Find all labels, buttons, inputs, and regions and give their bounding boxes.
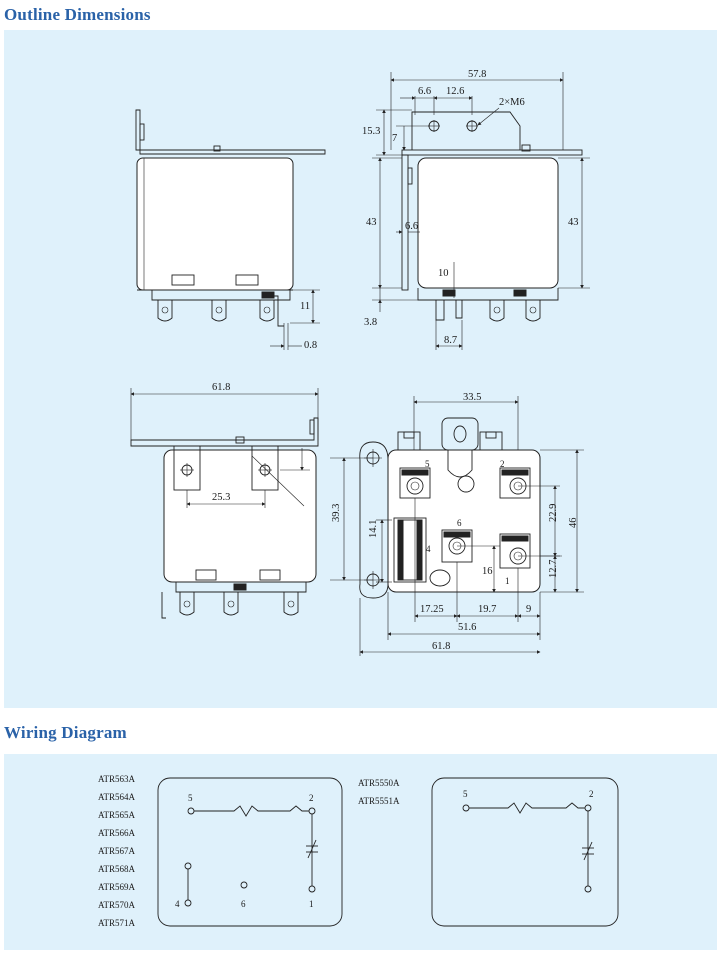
model-label: ATR563A (98, 774, 136, 784)
wd1-terminal-4: 4 (175, 899, 180, 909)
dim-3-8: 3.8 (364, 317, 377, 328)
dim-6-6-mid: 6.6 (405, 221, 418, 232)
model-list-1: ATR563A ATR564A ATR565A ATR566A ATR567A … (98, 774, 136, 928)
model-label: ATR565A (98, 810, 136, 820)
rear-view-left: 61.8 25.3 (130, 382, 319, 619)
dim-9: 9 (526, 604, 531, 615)
outline-dimensions-panel (4, 30, 717, 708)
terminal-1: 1 (505, 576, 510, 586)
dim-43-right: 43 (568, 217, 579, 228)
wiring-diagram-2: 5 2 (431, 777, 619, 927)
dim-10: 10 (438, 268, 449, 279)
model-label: ATR564A (98, 792, 136, 802)
wd1-terminal-2: 2 (309, 793, 314, 803)
dim-43-left: 43 (366, 217, 377, 228)
dim-12-6: 12.6 (446, 86, 464, 97)
dim-57-8: 57.8 (468, 69, 486, 80)
dim-46: 46 (568, 518, 579, 529)
dim-19-7: 19.7 (478, 604, 496, 615)
dim-25-3: 25.3 (212, 492, 230, 503)
terminal-4: 4 (426, 544, 431, 554)
model-label: ATR568A (98, 864, 136, 874)
dim-61-8-rear: 61.8 (212, 382, 230, 393)
model-label: ATR570A (98, 900, 136, 910)
dim-6-6-top: 6.6 (418, 86, 431, 97)
dim-7: 7 (392, 133, 397, 144)
wiring-diagram-panel (4, 754, 717, 950)
dim-22-9: 22.9 (548, 504, 559, 522)
wiring-diagram-title: Wiring Diagram (4, 723, 127, 742)
bottom-view-right: 33.5 5 2 6 (330, 392, 584, 656)
dim-15-3: 15.3 (362, 126, 380, 137)
dim-12-7: 12.7 (548, 560, 559, 578)
dim-51-6: 51.6 (458, 622, 476, 633)
front-view-right: 57.8 6.6 12.6 2×M6 15.3 7 (362, 69, 590, 350)
dim-14-1: 14.1 (368, 520, 379, 538)
model-label: ATR569A (98, 882, 136, 892)
wd1-terminal-6: 6 (241, 899, 246, 909)
dim-61-8-bottom: 61.8 (432, 641, 450, 652)
terminal-2: 2 (500, 459, 505, 469)
dim-8-7: 8.7 (444, 335, 457, 346)
terminal-6: 6 (457, 518, 462, 528)
model-list-2: ATR5550A ATR5551A (358, 778, 400, 806)
side-view-left: 11 0.8 (135, 109, 326, 351)
model-label: ATR567A (98, 846, 136, 856)
dim-11: 11 (300, 301, 310, 312)
model-label: ATR5551A (358, 796, 400, 806)
model-label: ATR566A (98, 828, 136, 838)
dim-16: 16 (482, 566, 493, 577)
dim-0-8: 0.8 (304, 340, 317, 351)
wd1-terminal-5: 5 (188, 793, 193, 803)
dim-39-3: 39.3 (331, 504, 342, 522)
wd2-terminal-5: 5 (463, 789, 468, 799)
label-2xm6: 2×M6 (499, 97, 525, 108)
outline-dimensions-title: Outline Dimensions (4, 5, 151, 24)
model-label: ATR571A (98, 918, 136, 928)
terminal-5: 5 (425, 459, 430, 469)
wd1-terminal-1: 1 (309, 899, 314, 909)
wd2-terminal-2: 2 (589, 789, 594, 799)
wiring-diagram-1: 5 2 1 4 6 (157, 777, 343, 927)
dim-17-25: 17.25 (420, 604, 444, 615)
model-label: ATR5550A (358, 778, 400, 788)
dim-33-5: 33.5 (463, 392, 481, 403)
